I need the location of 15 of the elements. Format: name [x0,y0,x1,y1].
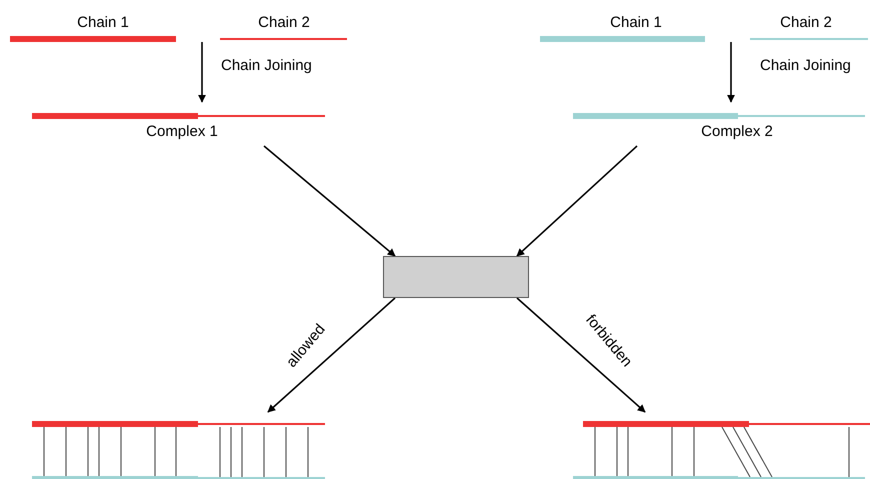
arrow [263,145,396,257]
arrow [516,297,646,413]
complex-label: Complex 1 [146,123,218,140]
arrow [198,42,206,103]
chain-label: Chain 2 [780,14,832,31]
chain-label: Chain 2 [258,14,310,31]
arrow [516,145,638,257]
chain-label: Chain 1 [77,14,129,31]
chain-label: Chain 1 [610,14,662,31]
arrow [267,297,396,413]
process-box [383,256,529,298]
arrow [727,42,735,103]
complex-label: Complex 2 [701,123,773,140]
edge-label: Chain Joining [220,58,313,74]
edge-label: Chain Joining [759,58,852,74]
